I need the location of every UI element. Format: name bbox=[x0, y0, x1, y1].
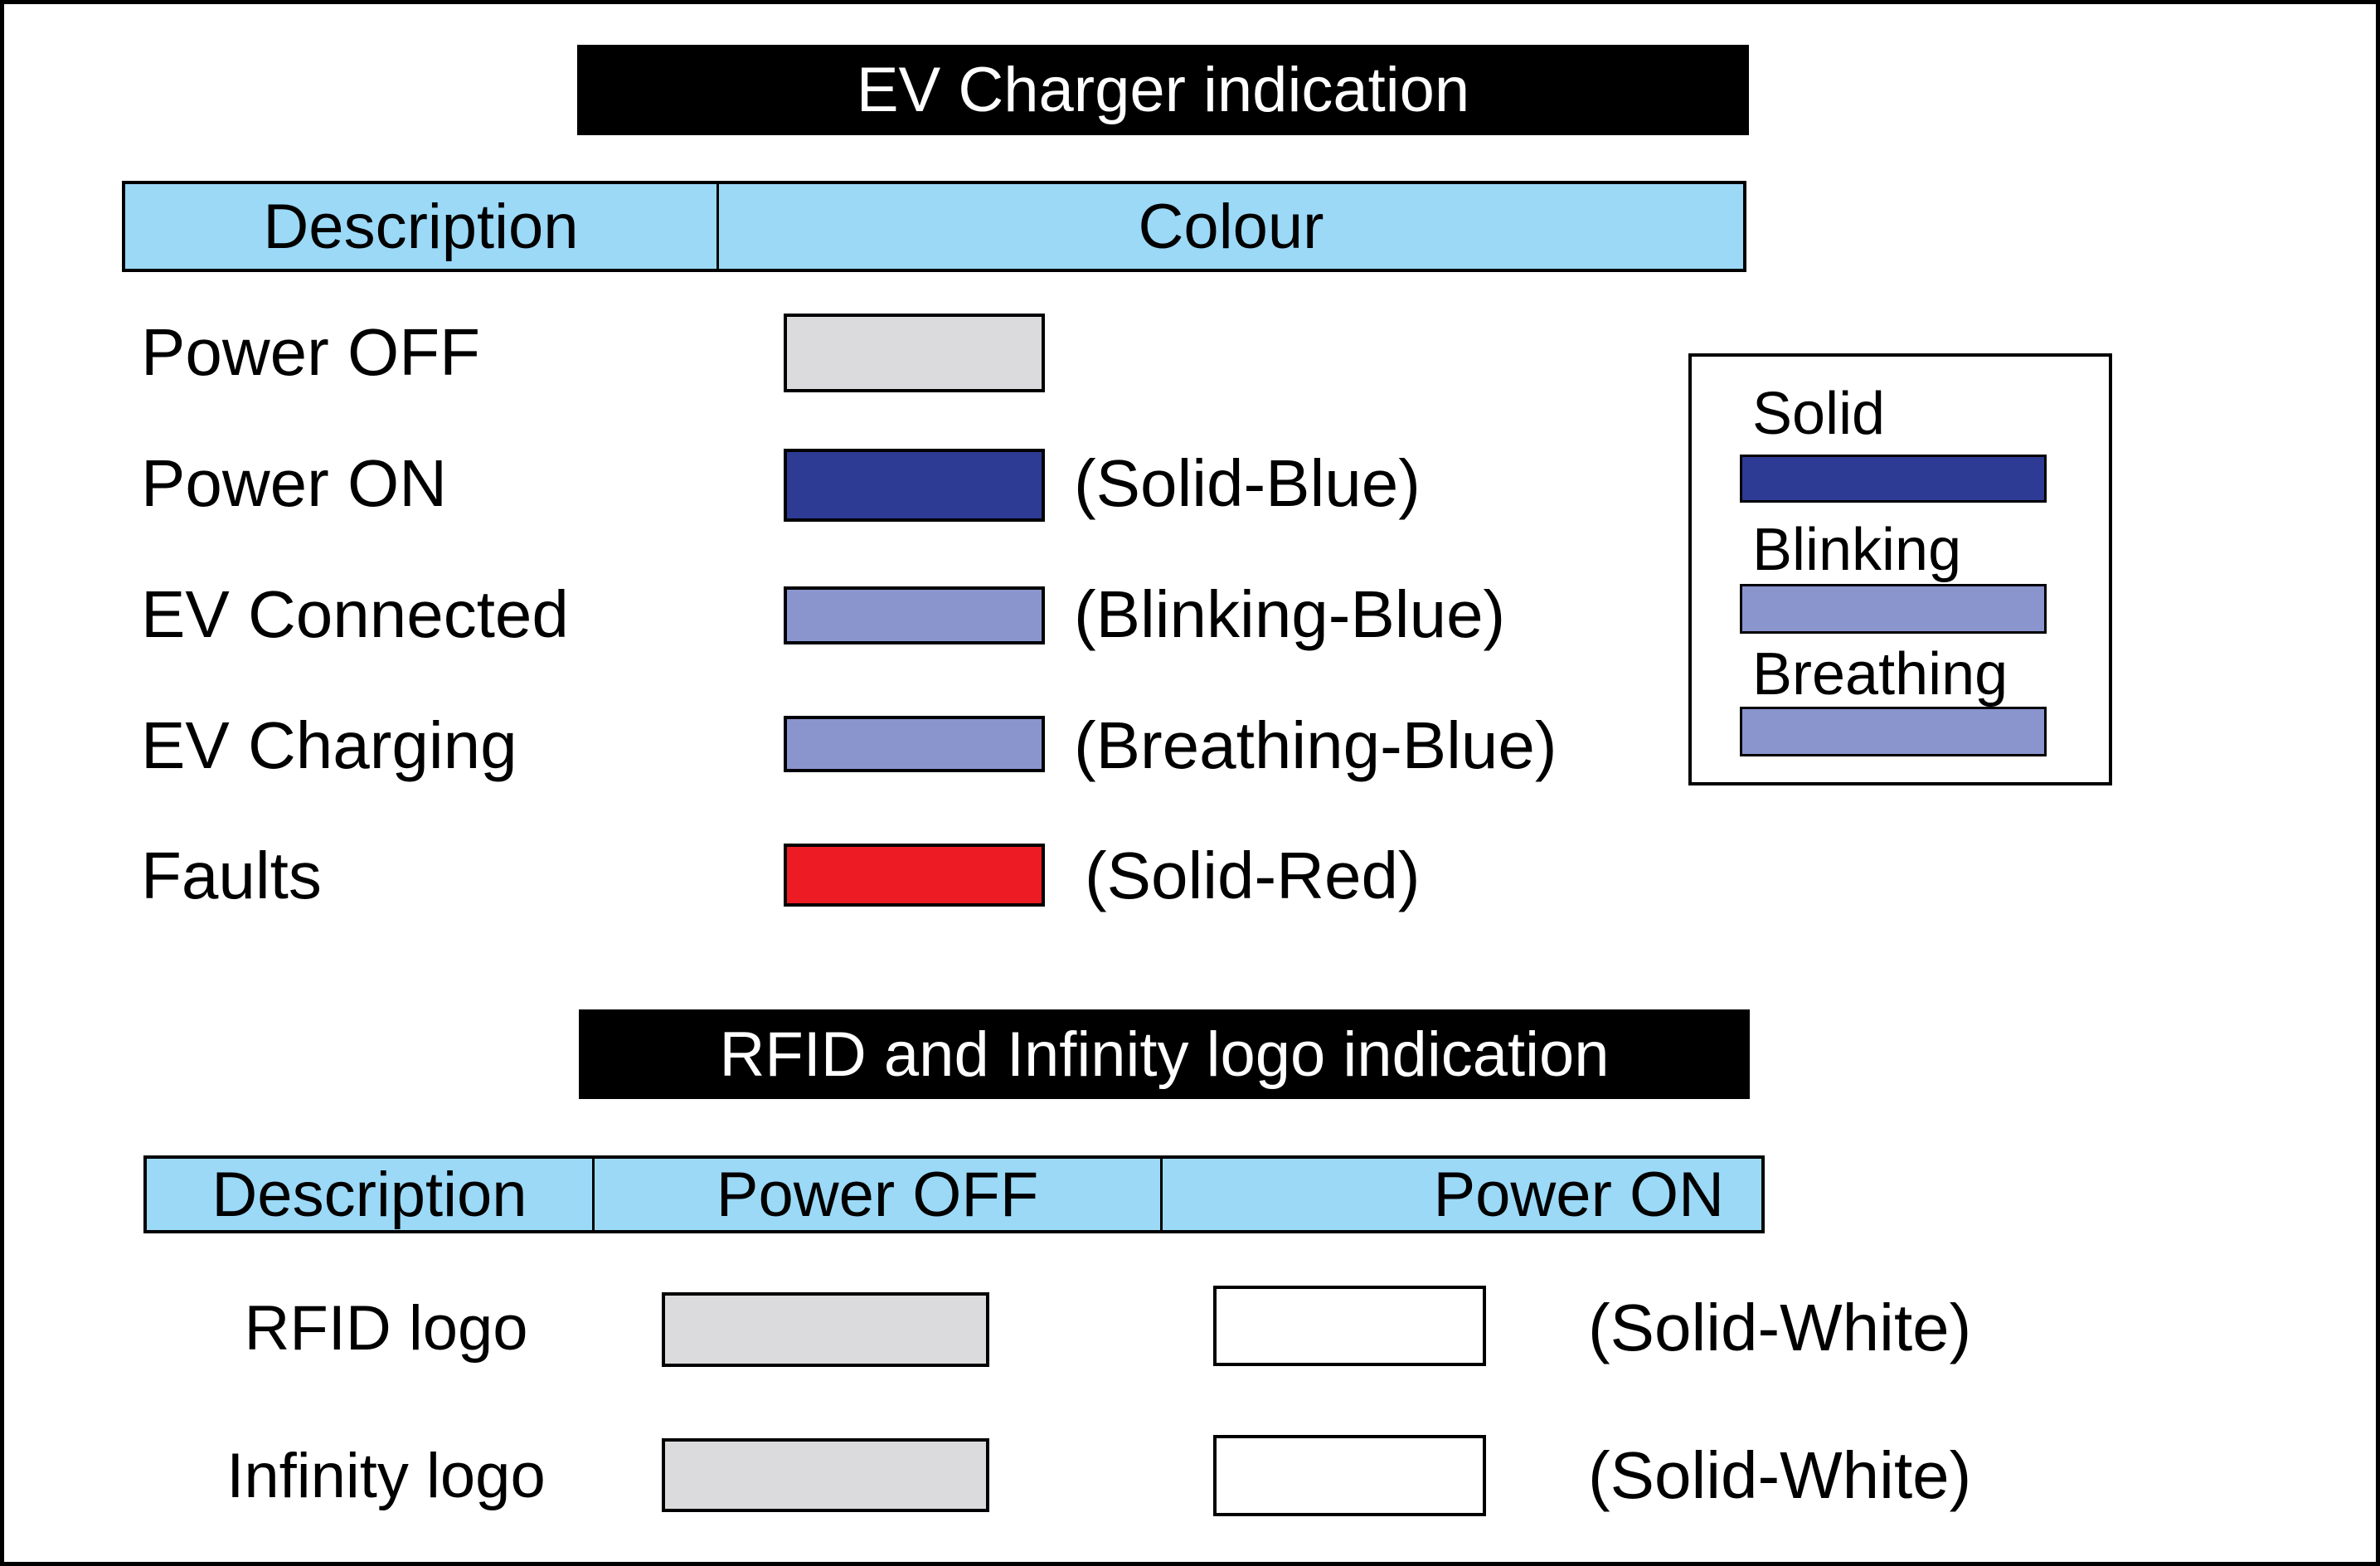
row-faults-text: Faults bbox=[141, 839, 322, 912]
legend-blinking-label: Blinking bbox=[1752, 513, 1961, 587]
row-rfid-logo-text: RFID logo bbox=[244, 1292, 528, 1364]
legend-box: Solid Blinking Breathing bbox=[1688, 353, 2112, 785]
legend-solid-label: Solid bbox=[1752, 377, 1885, 451]
row-infinity-logo-caption-text: (Solid-White) bbox=[1588, 1438, 1972, 1512]
row-ev-charging-swatch bbox=[784, 716, 1045, 772]
row-power-on-label: Power ON bbox=[141, 438, 447, 529]
row-ev-charging-caption: (Breathing-Blue) bbox=[1074, 700, 1557, 791]
legend-blinking-bar bbox=[1740, 584, 2047, 634]
legend-breathing-text: Breathing bbox=[1752, 641, 2008, 708]
section2-header-power-on: Power ON bbox=[1160, 1159, 1761, 1230]
row-rfid-logo-on-swatch bbox=[1213, 1286, 1486, 1366]
row-power-on-caption: (Solid-Blue) bbox=[1074, 438, 1421, 529]
row-power-off-text: Power OFF bbox=[141, 315, 480, 389]
section1-title-bar: EV Charger indication bbox=[577, 45, 1749, 135]
row-power-off-label: Power OFF bbox=[141, 307, 480, 398]
row-rfid-logo-label: RFID logo bbox=[163, 1282, 609, 1374]
row-power-on-caption-text: (Solid-Blue) bbox=[1074, 446, 1421, 520]
row-faults-swatch bbox=[784, 844, 1045, 907]
section2-header-description: Description bbox=[147, 1159, 592, 1230]
section2-header-power-on-label: Power ON bbox=[1433, 1159, 1724, 1230]
row-infinity-logo-off-swatch bbox=[662, 1438, 989, 1512]
section2-table-header: Description Power OFF Power ON bbox=[143, 1155, 1765, 1233]
row-infinity-logo-label: Infinity logo bbox=[163, 1430, 609, 1521]
section2-title: RFID and Infinity logo indication bbox=[719, 1019, 1610, 1090]
row-ev-connected-caption-text: (Blinking-Blue) bbox=[1074, 577, 1506, 651]
section1-table-header: Description Colour bbox=[122, 181, 1746, 272]
section2-header-description-label: Description bbox=[211, 1159, 527, 1230]
section1-title: EV Charger indication bbox=[856, 55, 1470, 125]
legend-blinking-text: Blinking bbox=[1752, 517, 1962, 583]
row-ev-connected-swatch bbox=[784, 586, 1045, 644]
section1-header-description: Description bbox=[125, 184, 716, 269]
row-faults-caption-text: (Solid-Red) bbox=[1085, 839, 1421, 912]
section1-header-colour: Colour bbox=[716, 184, 1743, 269]
row-faults-label: Faults bbox=[141, 830, 322, 922]
section2-header-power-off: Power OFF bbox=[592, 1159, 1160, 1230]
row-rfid-logo-caption: (Solid-White) bbox=[1588, 1282, 1971, 1374]
legend-solid-text: Solid bbox=[1752, 381, 1886, 447]
row-power-off-swatch bbox=[784, 314, 1045, 392]
row-ev-connected-label: EV Connected bbox=[141, 569, 569, 660]
row-infinity-logo-on-swatch bbox=[1213, 1435, 1486, 1516]
row-infinity-logo-text: Infinity logo bbox=[226, 1440, 546, 1511]
section1-header-description-label: Description bbox=[263, 191, 579, 262]
row-ev-connected-text: EV Connected bbox=[141, 577, 569, 651]
section1-header-colour-label: Colour bbox=[1138, 191, 1324, 262]
row-ev-charging-caption-text: (Breathing-Blue) bbox=[1074, 708, 1557, 782]
row-infinity-logo-caption: (Solid-White) bbox=[1588, 1430, 1971, 1521]
row-ev-charging-text: EV Charging bbox=[141, 708, 517, 782]
legend-solid-bar bbox=[1740, 455, 2047, 503]
row-power-on-swatch bbox=[784, 449, 1045, 522]
legend-breathing-label: Breathing bbox=[1752, 637, 2008, 712]
section2-header-power-off-label: Power OFF bbox=[716, 1159, 1039, 1230]
row-ev-charging-label: EV Charging bbox=[141, 700, 517, 791]
legend-breathing-bar bbox=[1740, 707, 2047, 756]
row-rfid-logo-off-swatch bbox=[662, 1292, 989, 1367]
row-ev-connected-caption: (Blinking-Blue) bbox=[1074, 569, 1505, 660]
row-rfid-logo-caption-text: (Solid-White) bbox=[1588, 1291, 1972, 1364]
row-faults-caption: (Solid-Red) bbox=[1085, 830, 1421, 922]
section2-title-bar: RFID and Infinity logo indication bbox=[579, 1009, 1750, 1099]
row-power-on-text: Power ON bbox=[141, 446, 447, 520]
